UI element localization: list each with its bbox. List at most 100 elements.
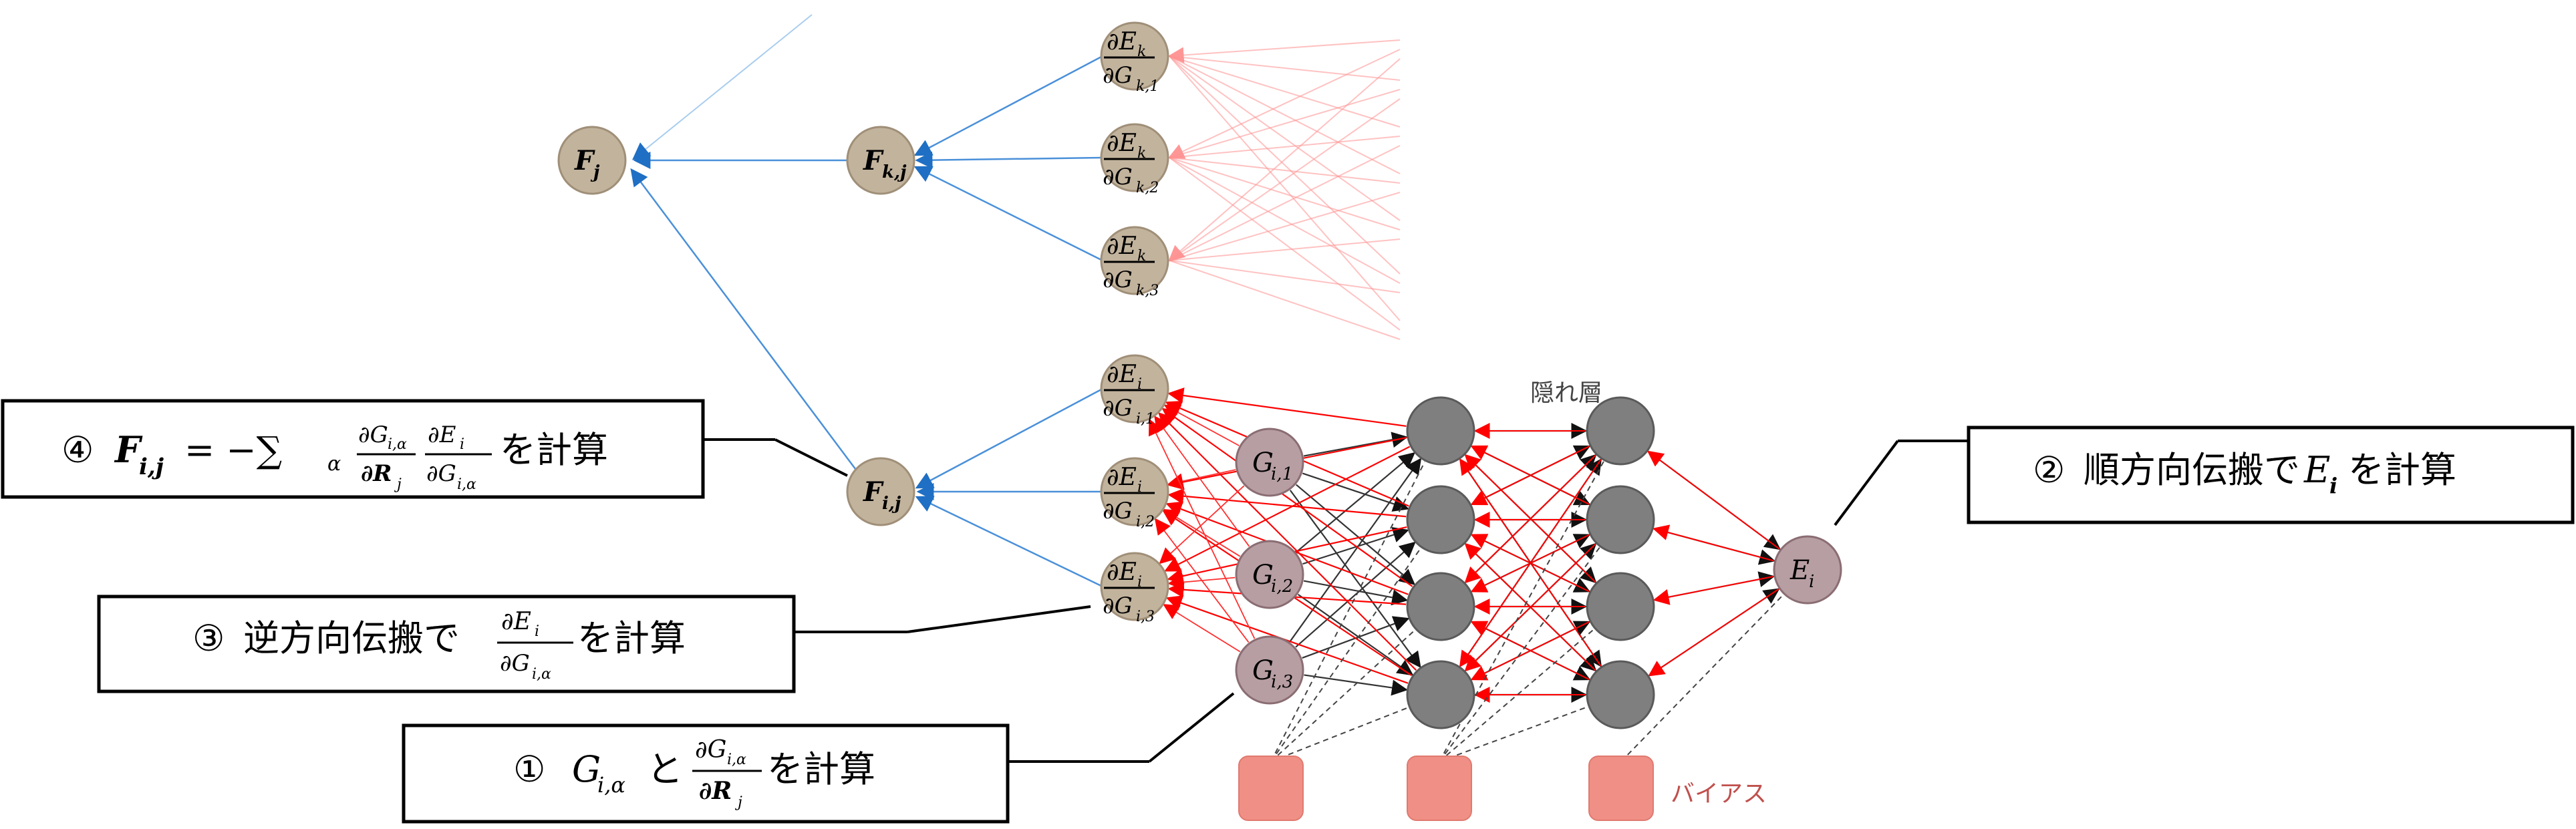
forward-edge xyxy=(1303,580,1409,606)
input-node-g1-sub: i,1 xyxy=(1271,464,1293,484)
annotation-step1: ① G i,α と ∂G i,α ∂R j を計算 xyxy=(402,692,1235,824)
derivative-node-k2 xyxy=(1100,123,1169,192)
input-node-g3 xyxy=(1235,635,1304,705)
derivative-node-k2-num: ∂E xyxy=(1107,130,1137,157)
faded-red-edge xyxy=(1169,192,1401,261)
backprop-force-edges xyxy=(630,14,1103,588)
derivative-node-k1-num-sub: k xyxy=(1137,43,1146,60)
annotation-step4-frac2-num: ∂E xyxy=(428,422,456,448)
forward-edge xyxy=(1296,452,1416,553)
derivative-node-i1 xyxy=(1100,354,1169,424)
faded-red-edge xyxy=(1169,55,1401,128)
edge-fij-to-fj xyxy=(630,168,865,480)
hidden-node xyxy=(1586,660,1655,729)
bias-edge xyxy=(1439,706,1588,762)
edge-dei1-to-fij xyxy=(915,387,1103,489)
annotation-step4-box xyxy=(1,399,705,499)
backprop-edge xyxy=(1464,454,1596,584)
hidden-node xyxy=(1406,572,1475,641)
backprop-edge xyxy=(1464,543,1596,672)
annotation-step4-frac2-den-sub: i,α xyxy=(457,476,476,493)
bias-label: バイアス xyxy=(1671,780,1767,808)
input-node-g3-sub: i,3 xyxy=(1271,672,1293,692)
annotation-step4-frac2-den: ∂G xyxy=(426,460,456,487)
backprop-edge xyxy=(1154,518,1250,643)
annotation-step2-circle: ② xyxy=(2033,449,2065,491)
faded-red-edge xyxy=(1169,145,1401,261)
derivative-node-k2-num-sub: k xyxy=(1137,145,1146,162)
faded-red-edge xyxy=(1169,157,1401,230)
derivative-node-i3 xyxy=(1100,552,1169,621)
derivative-node-k3 xyxy=(1100,226,1169,295)
annotation-step3-frac-num: ∂E xyxy=(501,608,531,635)
derivative-node-i3-den-sub: i,3 xyxy=(1136,609,1155,625)
faded-red-edge xyxy=(1169,157,1401,184)
faded-red-edge xyxy=(1167,49,1401,159)
force-node-fj xyxy=(557,126,627,195)
derivative-node-i1-den-sub: i,1 xyxy=(1136,411,1155,428)
derivative-node-i3-num: ∂E xyxy=(1107,558,1137,586)
annotation-step2-text: 順方向伝搬で xyxy=(2084,449,2300,491)
bias-edge xyxy=(1270,707,1409,762)
derivative-node-k1-num: ∂E xyxy=(1107,28,1137,55)
edge-dei3-to-fij xyxy=(915,496,1103,588)
annotation-step4-lhs-sub: i,j xyxy=(139,454,164,480)
faded-red-edge xyxy=(1169,55,1401,321)
annotation-step1-tail: を計算 xyxy=(767,748,875,790)
annotation-step2: ② 順方向伝搬で E i を計算 xyxy=(1834,426,2575,526)
faded-red-edge xyxy=(1169,260,1401,293)
input-node-g1-main: G xyxy=(1252,448,1274,478)
force-node-fij xyxy=(846,457,915,526)
derivative-node-k2-den: ∂G xyxy=(1103,164,1133,190)
derivative-node-k1-den-sub: k,1 xyxy=(1136,78,1159,95)
bias-node xyxy=(1238,756,1304,821)
annotation-step2-e: E xyxy=(2303,449,2330,491)
faded-red-edge xyxy=(1169,136,1401,158)
bias-edge xyxy=(1270,547,1421,762)
annotation-step2-box xyxy=(1967,426,2575,524)
backprop-edge xyxy=(1163,404,1240,446)
forward-edge xyxy=(1289,490,1421,669)
bias-edge xyxy=(1439,629,1595,762)
faded-red-edge xyxy=(1169,89,1401,158)
derivative-node-k1-den: ∂G xyxy=(1103,62,1133,89)
edge-dek3-to-fkj xyxy=(913,166,1103,262)
backprop-edge xyxy=(1652,524,1775,562)
backprop-edge xyxy=(1459,459,1602,668)
annotation-step3-text: 逆方向伝搬で xyxy=(243,617,460,659)
annotation-step4-sum-sub: α xyxy=(327,452,341,476)
annotation-step1-circle: ① xyxy=(513,748,545,790)
derivative-node-k3-num: ∂E xyxy=(1107,232,1137,260)
derivative-node-k3-den: ∂G xyxy=(1103,267,1133,293)
annotation-step3-tail: を計算 xyxy=(577,617,686,659)
output-node-ei xyxy=(1773,535,1842,605)
bias-edge xyxy=(1439,547,1600,762)
hidden-node xyxy=(1406,485,1475,554)
edge-dek1-to-fkj xyxy=(913,55,1103,156)
input-node-g3-main: G xyxy=(1252,655,1274,686)
backprop-edge xyxy=(1648,589,1779,677)
forward-edge xyxy=(1297,594,1414,676)
input-node-g2-sub: i,2 xyxy=(1271,576,1293,597)
force-node-fij-sub: i,j xyxy=(882,494,901,514)
input-node-g1 xyxy=(1235,428,1304,497)
faded-red-edge xyxy=(1169,157,1401,331)
derivative-node-i2-num-sub: i xyxy=(1137,479,1142,496)
annotation-step1-frac-den: ∂R xyxy=(699,777,732,805)
faded-red-edge xyxy=(1167,39,1401,63)
forward-edge xyxy=(1303,432,1409,457)
backprop-edge xyxy=(1149,418,1256,639)
annotation-step1-conj: と xyxy=(647,748,683,790)
annotation-step3-frac-den-sub: i,α xyxy=(532,666,551,683)
forward-edge xyxy=(1302,472,1409,512)
backprop-edge xyxy=(1159,485,1245,564)
forward-edge xyxy=(1289,458,1422,643)
annotation-step3-frac-den: ∂G xyxy=(500,650,530,677)
annotation-step1-frac-num-sub: i,α xyxy=(727,752,746,768)
backprop-edge xyxy=(1165,595,1409,684)
bias-edge xyxy=(1270,461,1426,762)
derivative-node-k3-num-sub: k xyxy=(1137,248,1146,265)
annotation-step3-circle: ③ xyxy=(192,617,225,659)
annotation-step4-eq: = −∑ xyxy=(184,429,282,471)
